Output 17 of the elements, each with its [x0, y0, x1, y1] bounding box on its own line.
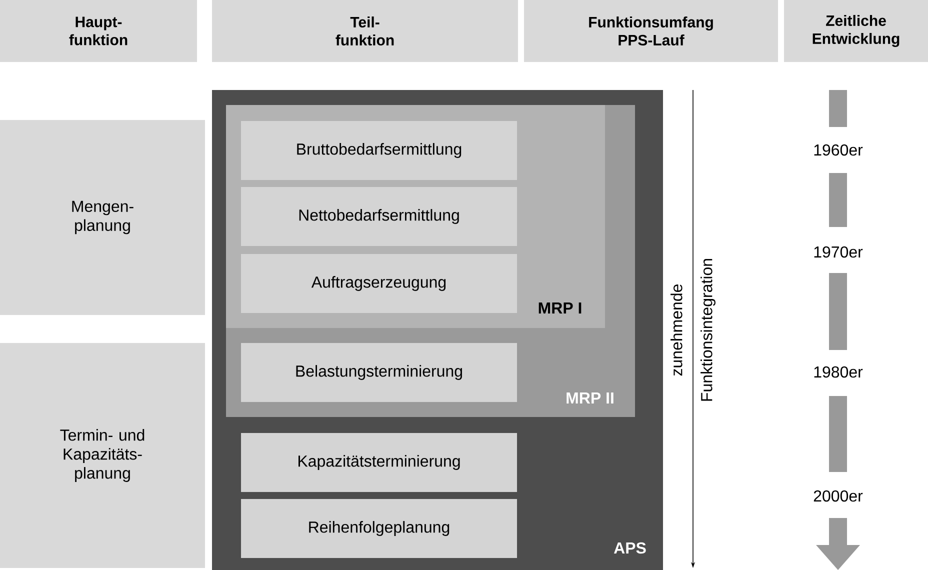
column-header: Teil- funktion	[212, 0, 518, 62]
function-box: Auftragserzeugung	[241, 254, 517, 313]
axis-label: zunehmende Funktionsintegration	[670, 259, 716, 401]
function-box: Kapazitätsterminierung	[241, 433, 517, 492]
function-box: Belastungsterminierung	[241, 343, 517, 402]
function-box: Reihenfolgeplanung	[241, 499, 517, 558]
year-label: 1980er	[814, 366, 863, 378]
function-box: Nettobedarfsermittlung	[241, 187, 517, 246]
function-box: Mengen- planung	[0, 120, 205, 315]
function-box: Bruttobedarfsermittlung	[241, 121, 517, 180]
column-header: Zeitliche Entwicklung	[784, 0, 928, 62]
year-label: 2000er	[814, 490, 863, 502]
column-header: Haupt- funktion	[0, 0, 197, 62]
function-box: Termin- und Kapazitäts- planung	[0, 343, 205, 568]
column-header: Funktionsumfang PPS-Lauf	[524, 0, 778, 62]
year-label: 1960er	[814, 144, 863, 156]
year-label: 1970er	[814, 246, 863, 258]
